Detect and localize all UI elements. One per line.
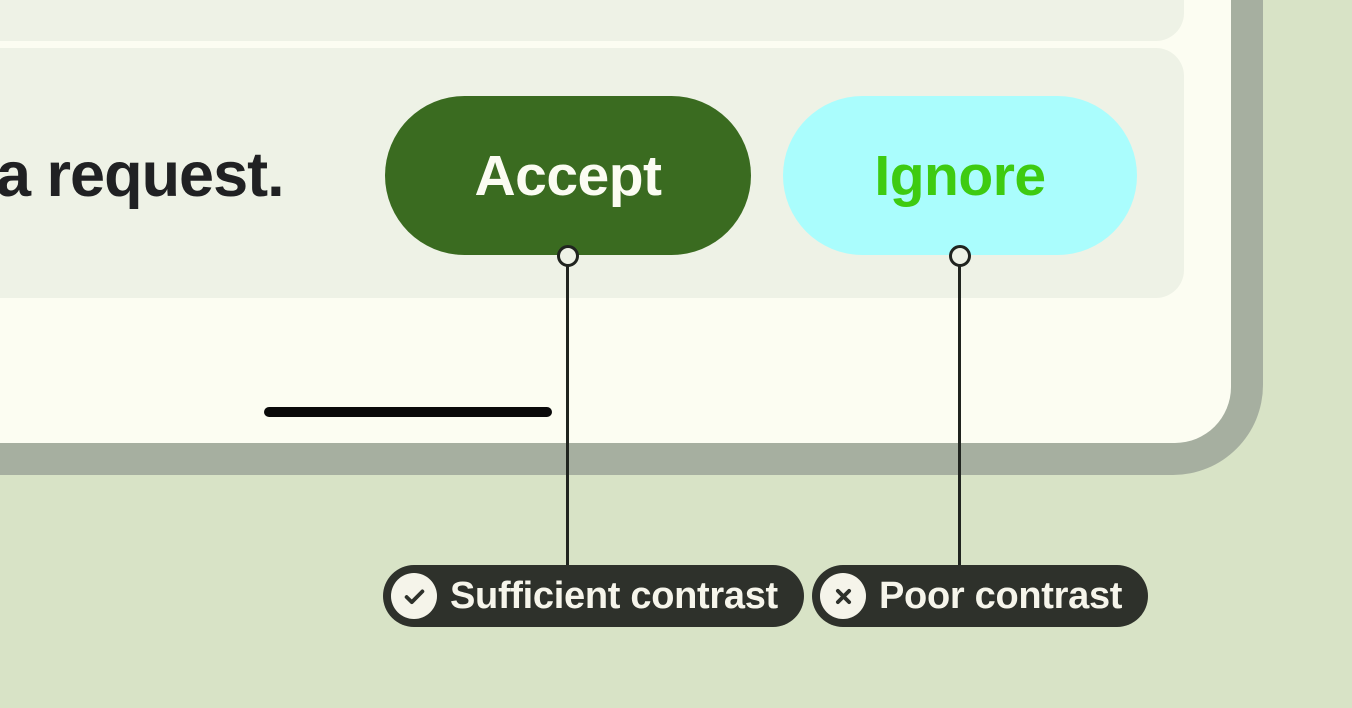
x-icon xyxy=(820,573,866,619)
annotation-poor-contrast: Poor contrast xyxy=(812,565,1149,627)
request-message-text: a request. xyxy=(0,140,285,210)
list-row-top xyxy=(0,0,1184,41)
content-placeholder-bar xyxy=(264,407,552,417)
callout-line-accept xyxy=(566,256,569,566)
accept-button[interactable]: Accept xyxy=(385,96,751,255)
callout-anchor-dot-ignore xyxy=(949,245,971,267)
annotation-sufficient-contrast: Sufficient contrast xyxy=(383,565,804,627)
callout-anchor-dot-accept xyxy=(557,245,579,267)
check-icon xyxy=(391,573,437,619)
annotation-label: Sufficient contrast xyxy=(450,574,778,617)
annotation-label: Poor contrast xyxy=(879,574,1123,617)
ignore-button[interactable]: Ignore xyxy=(783,96,1137,255)
callout-line-ignore xyxy=(958,256,961,566)
